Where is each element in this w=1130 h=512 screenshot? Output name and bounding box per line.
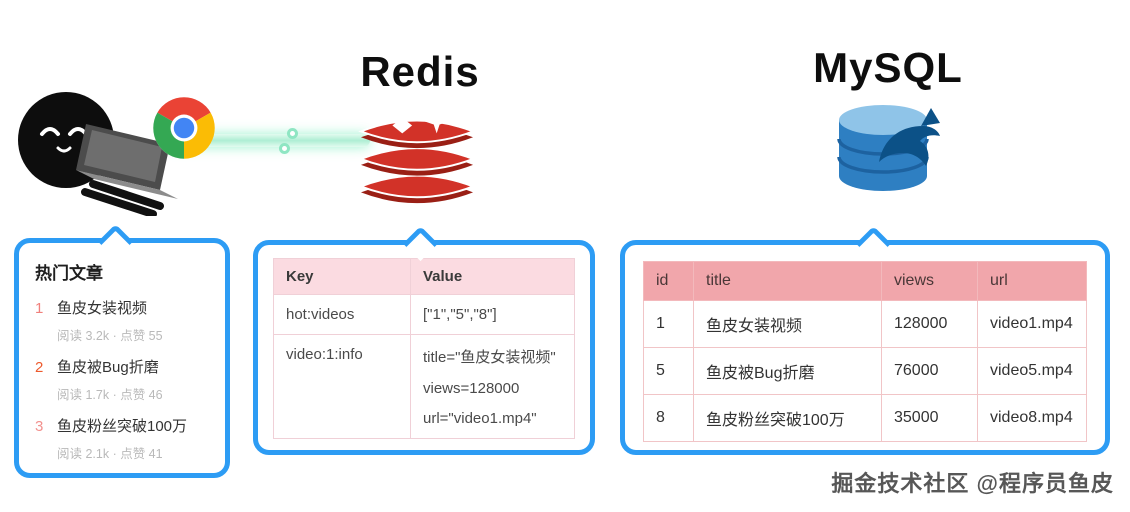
chrome-icon xyxy=(153,97,215,159)
table-cell: title="鱼皮女装视频" views=128000 url="video1.… xyxy=(410,334,575,439)
rank-badge: 3 xyxy=(35,418,44,435)
beam-ring-icon xyxy=(287,128,298,139)
callout-arrow xyxy=(97,223,134,260)
table-cell: video:1:info xyxy=(273,334,411,439)
rank-badge: 2 xyxy=(35,359,44,376)
list-item[interactable]: 1 鱼皮女装视频 阅读 3.2k · 点赞 55 xyxy=(35,299,209,344)
table-cell: hot:videos xyxy=(273,294,411,335)
watermark: 掘金技术社区 @程序员鱼皮 xyxy=(831,471,1114,496)
mascot-character-icon xyxy=(18,92,178,216)
article-meta: 阅读 1.7k · 点赞 46 xyxy=(57,388,163,402)
column-header: title xyxy=(693,261,882,301)
callout-arrow xyxy=(402,225,439,262)
hot-articles-panel: 热门文章 1 鱼皮女装视频 阅读 3.2k · 点赞 55 2 鱼皮被Bug折磨… xyxy=(14,223,230,478)
mysql-table-panel: id title views url 1 鱼皮女装视频 128000 video… xyxy=(620,225,1110,455)
article-meta: 阅读 2.1k · 点赞 41 xyxy=(57,447,163,461)
table-cell: ["1","5","8"] xyxy=(410,294,575,335)
list-item[interactable]: 3 鱼皮粉丝突破100万 阅读 2.1k · 点赞 41 xyxy=(35,417,209,462)
table-row: 5 鱼皮被Bug折磨 76000 video5.mp4 xyxy=(643,347,1087,395)
connection-beam xyxy=(165,128,370,154)
table-cell: video1.mp4 xyxy=(977,300,1087,348)
table-cell: 鱼皮粉丝突破100万 xyxy=(693,394,882,442)
article-title[interactable]: 鱼皮被Bug折磨 xyxy=(57,359,159,376)
rank-badge: 1 xyxy=(35,300,44,317)
table-cell: 128000 xyxy=(881,300,978,348)
table-row: 1 鱼皮女装视频 128000 video1.mp4 xyxy=(643,300,1087,348)
value-line: title="鱼皮女装视频" xyxy=(423,349,556,366)
hot-articles-heading: 热门文章 xyxy=(35,264,103,283)
mysql-logo-icon xyxy=(837,105,940,191)
table-cell: 1 xyxy=(643,300,694,348)
mysql-title: MySQL xyxy=(813,44,963,91)
table-cell: 8 xyxy=(643,394,694,442)
redis-title: Redis xyxy=(360,48,480,95)
table-row: 8 鱼皮粉丝突破100万 35000 video8.mp4 xyxy=(643,394,1087,442)
list-item[interactable]: 2 鱼皮被Bug折磨 阅读 1.7k · 点赞 46 xyxy=(35,358,209,403)
mysql-table: id title views url 1 鱼皮女装视频 128000 video… xyxy=(643,261,1087,442)
redis-kv-panel: Key Value hot:videos ["1","5","8"] video… xyxy=(253,225,595,455)
redis-logo-icon xyxy=(358,109,476,204)
article-title[interactable]: 鱼皮粉丝突破100万 xyxy=(57,418,188,435)
article-meta: 阅读 3.2k · 点赞 55 xyxy=(57,329,163,343)
column-header: Key xyxy=(273,258,411,295)
table-cell: video8.mp4 xyxy=(977,394,1087,442)
table-row: video:1:info title="鱼皮女装视频" views=128000… xyxy=(273,334,575,439)
column-header: url xyxy=(977,261,1087,301)
table-cell: 5 xyxy=(643,347,694,395)
table-row: hot:videos ["1","5","8"] xyxy=(273,294,575,335)
table-cell: video5.mp4 xyxy=(977,347,1087,395)
value-line: url="video1.mp4" xyxy=(423,410,537,427)
column-header: id xyxy=(643,261,694,301)
beam-ring-icon xyxy=(279,143,290,154)
column-header: views xyxy=(881,261,978,301)
value-line: views=128000 xyxy=(423,380,520,397)
article-title[interactable]: 鱼皮女装视频 xyxy=(57,300,148,317)
table-cell: 35000 xyxy=(881,394,978,442)
callout-arrow xyxy=(855,225,892,262)
column-header: Value xyxy=(410,258,575,295)
table-cell: 鱼皮女装视频 xyxy=(693,300,882,348)
table-cell: 鱼皮被Bug折磨 xyxy=(693,347,882,395)
table-cell: 76000 xyxy=(881,347,978,395)
redis-kv-table: Key Value hot:videos ["1","5","8"] video… xyxy=(273,258,575,439)
